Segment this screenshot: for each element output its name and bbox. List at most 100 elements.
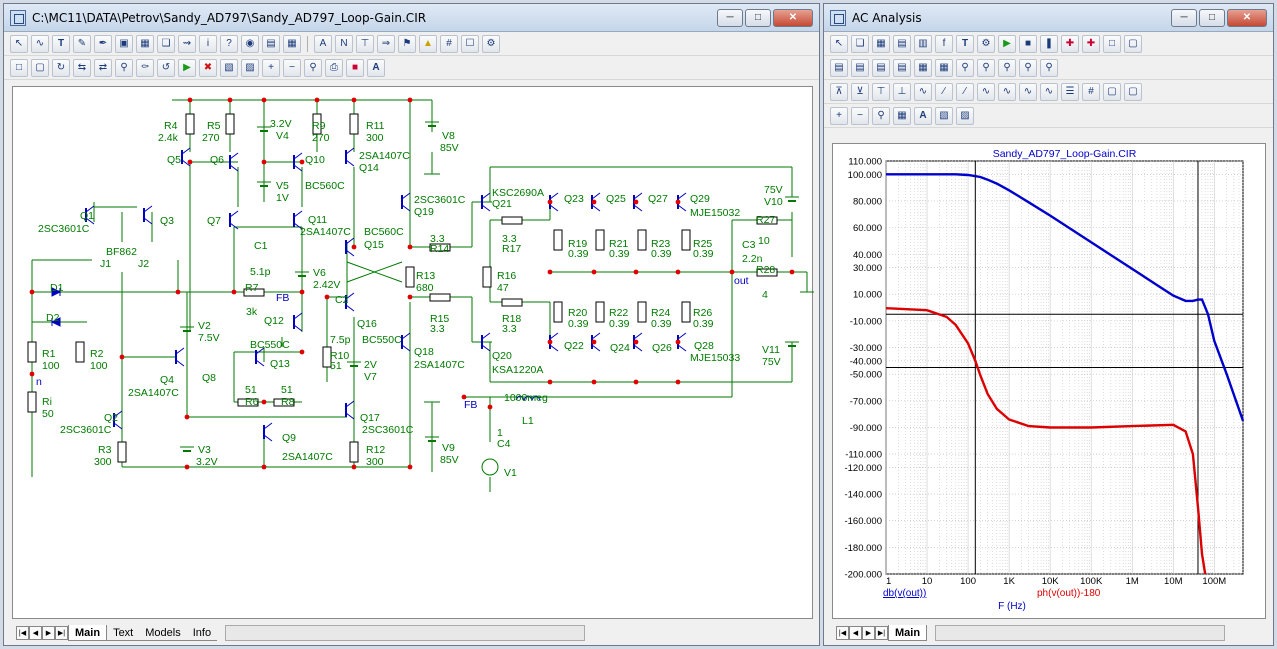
low-icon[interactable]: ⊥ — [893, 82, 911, 101]
analysis-text-icon[interactable]: T — [956, 34, 974, 53]
flag-icon[interactable]: ⚑ — [398, 34, 416, 53]
copy-icon[interactable]: ❏ — [157, 34, 175, 53]
wire-icon[interactable]: ∿ — [31, 34, 49, 53]
tab-info[interactable]: Info — [186, 625, 218, 641]
analysis-nav-first-icon[interactable]: |◀ — [836, 626, 849, 640]
exit2-icon[interactable]: ✚ — [1082, 34, 1100, 53]
slope-icon[interactable]: ∕ — [935, 82, 953, 101]
tab-text[interactable]: Text — [107, 625, 140, 641]
tab-main[interactable]: Main — [68, 625, 108, 641]
document-icon[interactable]: ☐ — [461, 34, 479, 53]
font-icon[interactable]: A — [367, 58, 385, 77]
analysis-minimize-button[interactable]: ─ — [1171, 8, 1197, 27]
nav-last-icon[interactable]: ▶| — [55, 626, 68, 640]
formula-icon[interactable]: f — [935, 34, 953, 53]
curve4-icon[interactable]: ∿ — [1040, 82, 1058, 101]
run-icon[interactable]: ▶ — [178, 58, 196, 77]
select-arrow-icon[interactable]: ↖ — [10, 34, 28, 53]
analysis-copy-icon[interactable]: ❏ — [851, 34, 869, 53]
valley-icon[interactable]: ⊻ — [851, 82, 869, 101]
tag2-icon[interactable]: ▥ — [914, 34, 932, 53]
analysis-nav-prev-icon[interactable]: ◀ — [849, 626, 862, 640]
draw-icon[interactable]: ✎ — [73, 34, 91, 53]
analysis-font-icon[interactable]: A — [914, 106, 932, 125]
inflection-icon[interactable]: ∿ — [914, 82, 932, 101]
bound2-icon[interactable]: ▢ — [1124, 82, 1142, 101]
layers-icon[interactable]: ▧ — [220, 58, 238, 77]
bound-icon[interactable]: ▢ — [1103, 82, 1121, 101]
frame2-icon[interactable]: ▢ — [1124, 34, 1142, 53]
zoom-fit-icon[interactable]: ⚲ — [304, 58, 322, 77]
layers2-icon[interactable]: ▨ — [241, 58, 259, 77]
hash-grid-icon[interactable]: # — [440, 34, 458, 53]
analysis-nav-last-icon[interactable]: ▶| — [875, 626, 888, 640]
attribute-icon[interactable]: A — [314, 34, 332, 53]
pause-icon[interactable]: ❚ — [1040, 34, 1058, 53]
zoom2-icon[interactable]: ⚲ — [977, 58, 995, 77]
properties-icon[interactable]: ⚙ — [482, 34, 500, 53]
component-icon[interactable]: ▣ — [115, 34, 133, 53]
analysis-titlebar[interactable]: AC Analysis ─ □ ✕ — [824, 4, 1273, 32]
curve3-icon[interactable]: ∿ — [1019, 82, 1037, 101]
minimize-button[interactable]: ─ — [717, 8, 743, 27]
analysis-run-icon[interactable]: ▶ — [998, 34, 1016, 53]
plot2-icon[interactable]: ▤ — [851, 58, 869, 77]
find-icon[interactable]: ⚲ — [115, 58, 133, 77]
plot3-icon[interactable]: ▤ — [872, 58, 890, 77]
color-icon[interactable]: ■ — [346, 58, 364, 77]
frame-icon[interactable]: □ — [1103, 34, 1121, 53]
flip-icon[interactable]: ⇆ — [73, 58, 91, 77]
analysis-horizontal-scrollbar[interactable] — [935, 625, 1226, 641]
zoom-in-icon[interactable]: + — [262, 58, 280, 77]
pin-icon[interactable]: ⊤ — [356, 34, 374, 53]
exit-icon[interactable]: ✚ — [1061, 34, 1079, 53]
bounding-select-icon[interactable]: □ — [10, 58, 28, 77]
peak-icon[interactable]: ⊼ — [830, 82, 848, 101]
curve-icon[interactable]: ∿ — [977, 82, 995, 101]
horizontal-scrollbar[interactable] — [225, 625, 586, 641]
analysis-properties-icon[interactable]: ⚙ — [977, 34, 995, 53]
analysis-maximize-button[interactable]: □ — [1199, 8, 1225, 27]
zoom-icon[interactable]: ⚲ — [956, 58, 974, 77]
box-icon[interactable]: ▢ — [31, 58, 49, 77]
stop-icon[interactable]: ✖ — [199, 58, 217, 77]
tag-icon[interactable]: ▤ — [893, 34, 911, 53]
analysis-stop-icon[interactable]: ■ — [1019, 34, 1037, 53]
mirror-icon[interactable]: ⇄ — [94, 58, 112, 77]
help-icon[interactable]: ? — [220, 34, 238, 53]
text-icon[interactable]: T — [52, 34, 70, 53]
analysis-zoom-fit-icon[interactable]: ⚲ — [872, 106, 890, 125]
plot-svg[interactable]: 110.000100.00080.00060.00040.00030.00010… — [833, 144, 1267, 620]
scale-icon[interactable]: ▦ — [872, 34, 890, 53]
plot-icon[interactable]: ▤ — [830, 58, 848, 77]
curve2-icon[interactable]: ∿ — [998, 82, 1016, 101]
bus-icon[interactable]: ▦ — [136, 34, 154, 53]
analysis-select-icon[interactable]: ↖ — [830, 34, 848, 53]
zoom4-icon[interactable]: ⚲ — [1019, 58, 1037, 77]
node-number-icon[interactable]: N — [335, 34, 353, 53]
tab-models[interactable]: Models — [139, 625, 187, 641]
list-icon[interactable]: ☰ — [1061, 82, 1079, 101]
analysis-grid-icon[interactable]: ▦ — [893, 106, 911, 125]
nav-prev-icon[interactable]: ◀ — [29, 626, 42, 640]
cursor-icon[interactable]: ▦ — [914, 58, 932, 77]
high-icon[interactable]: ⊤ — [872, 82, 890, 101]
analysis-layers2-icon[interactable]: ▨ — [956, 106, 974, 125]
info-icon[interactable]: i — [199, 34, 217, 53]
binoculars-icon[interactable]: ⚰ — [136, 58, 154, 77]
close-button[interactable]: ✕ — [773, 8, 813, 27]
warning-icon[interactable]: ▲ — [419, 34, 437, 53]
probe-icon[interactable]: ◉ — [241, 34, 259, 53]
print-icon[interactable]: ⎙ — [325, 58, 343, 77]
analysis-layers-icon[interactable]: ▧ — [935, 106, 953, 125]
schematic-titlebar[interactable]: C:\MC11\DATA\Petrov\Sandy_AD797\Sandy_AD… — [4, 4, 819, 32]
analysis-zoom-out-icon[interactable]: − — [851, 106, 869, 125]
zoom-out-icon[interactable]: − — [283, 58, 301, 77]
analysis-nav-next-icon[interactable]: ▶ — [862, 626, 875, 640]
pen-icon[interactable]: ✒ — [94, 34, 112, 53]
maximize-button[interactable]: □ — [745, 8, 771, 27]
refresh-icon[interactable]: ↺ — [157, 58, 175, 77]
